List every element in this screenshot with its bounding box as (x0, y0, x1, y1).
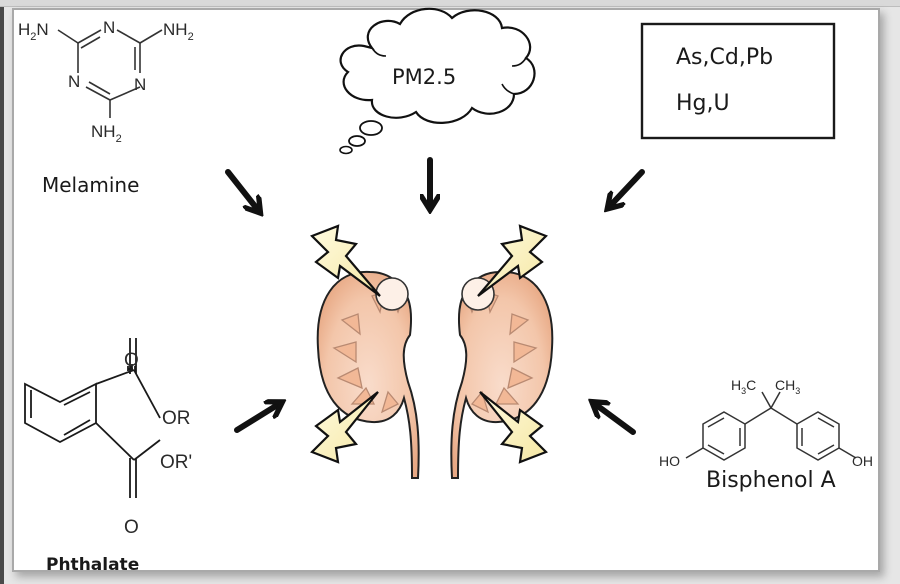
melamine-nh2-right: NH2 (163, 20, 194, 43)
arrow-phthalate-to-kidney (234, 404, 279, 433)
bisphenol-a-structure (685, 391, 857, 461)
lightning-bolt-icon (477, 224, 548, 297)
phthalate-o-top: O (124, 350, 139, 371)
phthalate-label: Phthalate (46, 555, 139, 575)
window-top-edge (0, 0, 900, 7)
arrow-bpa-to-kidney (595, 404, 636, 435)
bisphenol-a-label: Bisphenol A (706, 468, 836, 493)
melamine-nh2-bottom: NH2 (91, 122, 122, 145)
bpa-ho: HO (659, 453, 680, 469)
melamine-n-left: N (68, 72, 80, 91)
bpa-h3c: H3C (731, 377, 756, 396)
heavy-metals-line-2: Hg,U (676, 91, 730, 116)
lightning-bolt-icon (310, 224, 381, 297)
lightning-bolt-icon (310, 391, 379, 464)
melamine-label: Melamine (42, 173, 139, 197)
bpa-oh: OH (852, 453, 873, 469)
heavy-metals-line-1: As,Cd,Pb (676, 45, 773, 70)
window-left-edge (0, 0, 4, 584)
phthalate-o-bottom: O (124, 517, 139, 538)
arrow-metals-to-kidney (610, 169, 645, 206)
left-kidney (316, 270, 420, 479)
bpa-ch3: CH3 (775, 377, 800, 396)
phthalate-structure (24, 364, 161, 461)
melamine-h2n-left: H2N (18, 20, 49, 43)
melamine-n-right: N (134, 75, 146, 94)
lightning-bolt-icon (479, 391, 548, 464)
melamine-n-top: N (103, 18, 115, 37)
melamine-structure: H2N N NH2 N N NH2 (18, 18, 194, 145)
arrow-melamine-to-kidney (225, 169, 258, 210)
pm25-cloud (339, 7, 536, 155)
phthalate-or-prime: OR' (160, 452, 192, 473)
pm25-label: PM2.5 (392, 65, 456, 89)
heavy-metals-box (640, 22, 836, 140)
phthalate-bonds (129, 338, 137, 498)
phthalate-or: OR (162, 408, 191, 429)
